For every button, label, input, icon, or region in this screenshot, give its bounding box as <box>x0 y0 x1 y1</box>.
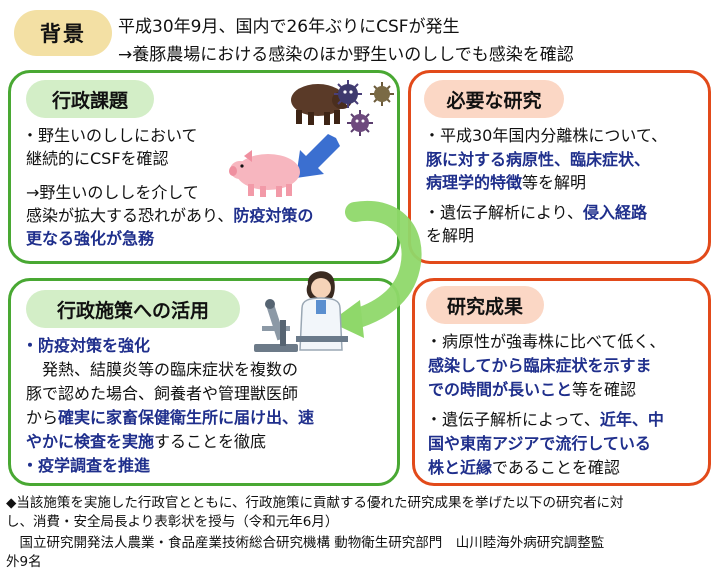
admin-issue-line-4-emph: 防疫対策の <box>233 206 314 225</box>
background-badge: 背景 <box>14 10 112 56</box>
policy-use-line-3: 豚で認めた場合、飼養者や管理獣医師 <box>26 384 299 403</box>
policy-use-line-1: ・防疫対策を強化 <box>22 336 151 355</box>
research-needed-title: 必要な研究 <box>424 80 564 118</box>
footer-line-3: 国立研究開発法人農業・食品産業技術総合研究機構 動物衛生研究部門 山川睦海外病研… <box>6 535 605 551</box>
microscope-icon <box>254 299 298 352</box>
research-needed-line-4-emph: 侵入経路 <box>583 203 648 222</box>
research-results-line-6: 株と近縁であることを確認 <box>428 456 620 479</box>
research-results-line-3: での時間が長いこと等を確認 <box>428 378 636 401</box>
research-needed-line-4-plain: ・遺伝子解析により、 <box>424 203 584 222</box>
footer-line-1: ◆当該施策を実施した行政官とともに、行政施策に貢献する優れた研究成果を挙げた以下… <box>6 495 624 511</box>
research-results-line-1: ・病原性が強毒株に比べて低く、 <box>426 332 666 351</box>
research-needed-line-2: 豚に対する病原性、臨床症状、 <box>426 150 651 169</box>
research-results-title: 研究成果 <box>426 286 544 324</box>
footer-line-2: し、消費・安全局長より表彰状を授与（令和元年6月） <box>6 514 339 530</box>
policy-use-line-6: ・疫学調査を推進 <box>22 456 151 475</box>
researcher-icon <box>296 271 348 351</box>
background-line-2: →養豚農場における感染のほか野生いのししでも感染を確認 <box>118 45 574 65</box>
footer-line-4: 外9名 <box>6 554 42 570</box>
admin-issue-line-5: 更なる強化が急務 <box>26 229 155 248</box>
research-results-line-3-emph: での時間が長いこと <box>428 380 573 399</box>
research-needed-line-3-plain: 等を解明 <box>522 173 587 192</box>
policy-use-line-5-plain: することを徹底 <box>154 432 267 451</box>
research-needed-line-3: 病理学的特徴等を解明 <box>426 171 586 194</box>
blue-arrow-icon <box>296 134 340 178</box>
research-results-line-5: 国や東南アジアで流行している <box>428 434 651 453</box>
admin-issue-line-4: 感染が拡大する恐れがあり、防疫対策の <box>26 204 313 227</box>
research-needed-line-5: を解明 <box>426 226 475 245</box>
admin-issue-line-3: →野生いのししを介して <box>26 183 199 202</box>
policy-use-line-2: 発熱、結膜炎等の臨床症状を複数の <box>26 360 299 379</box>
admin-issue-line-2: 継続的にCSFを確認 <box>26 149 169 168</box>
research-results-line-4: ・遺伝子解析によって、近年、中 <box>426 408 664 431</box>
research-results-line-4-plain: ・遺伝子解析によって、 <box>426 410 600 429</box>
research-needed-line-1: ・平成30年国内分離株について、 <box>424 126 668 145</box>
policy-use-line-4-plain: から <box>26 408 59 427</box>
admin-issue-title: 行政課題 <box>26 80 154 118</box>
admin-issue-line-1: ・野生いのししにおいて <box>22 126 198 145</box>
policy-use-title: 行政施策への活用 <box>26 290 240 328</box>
research-results-line-4-emph: 近年、中 <box>599 410 664 429</box>
virus-icon <box>334 80 394 136</box>
research-results-line-6-emph: 株と近縁 <box>428 458 493 477</box>
research-needed-line-3-emph: 病理学的特徴 <box>426 173 523 192</box>
research-results-line-3-plain: 等を確認 <box>572 380 637 399</box>
research-results-line-6-plain: であることを確認 <box>492 458 620 477</box>
background-line-1: 平成30年9月、国内で26年ぶりにCSFが発生 <box>118 17 460 37</box>
policy-use-line-5: やかに検査を実施することを徹底 <box>26 430 266 453</box>
research-results-line-2: 感染してから臨床症状を示すま <box>428 356 652 375</box>
research-results-panel <box>412 278 711 486</box>
policy-use-line-5-emph: やかに検査を実施 <box>26 432 155 451</box>
research-needed-line-4: ・遺伝子解析により、侵入経路 <box>424 201 647 224</box>
pig-icon <box>229 150 300 197</box>
policy-use-line-4-emph: 確実に家畜保健衛生所に届け出、速 <box>58 408 315 427</box>
policy-use-line-4: から確実に家畜保健衛生所に届け出、速 <box>26 406 314 429</box>
admin-issue-line-4-plain: 感染が拡大する恐れがあり、 <box>26 206 234 225</box>
